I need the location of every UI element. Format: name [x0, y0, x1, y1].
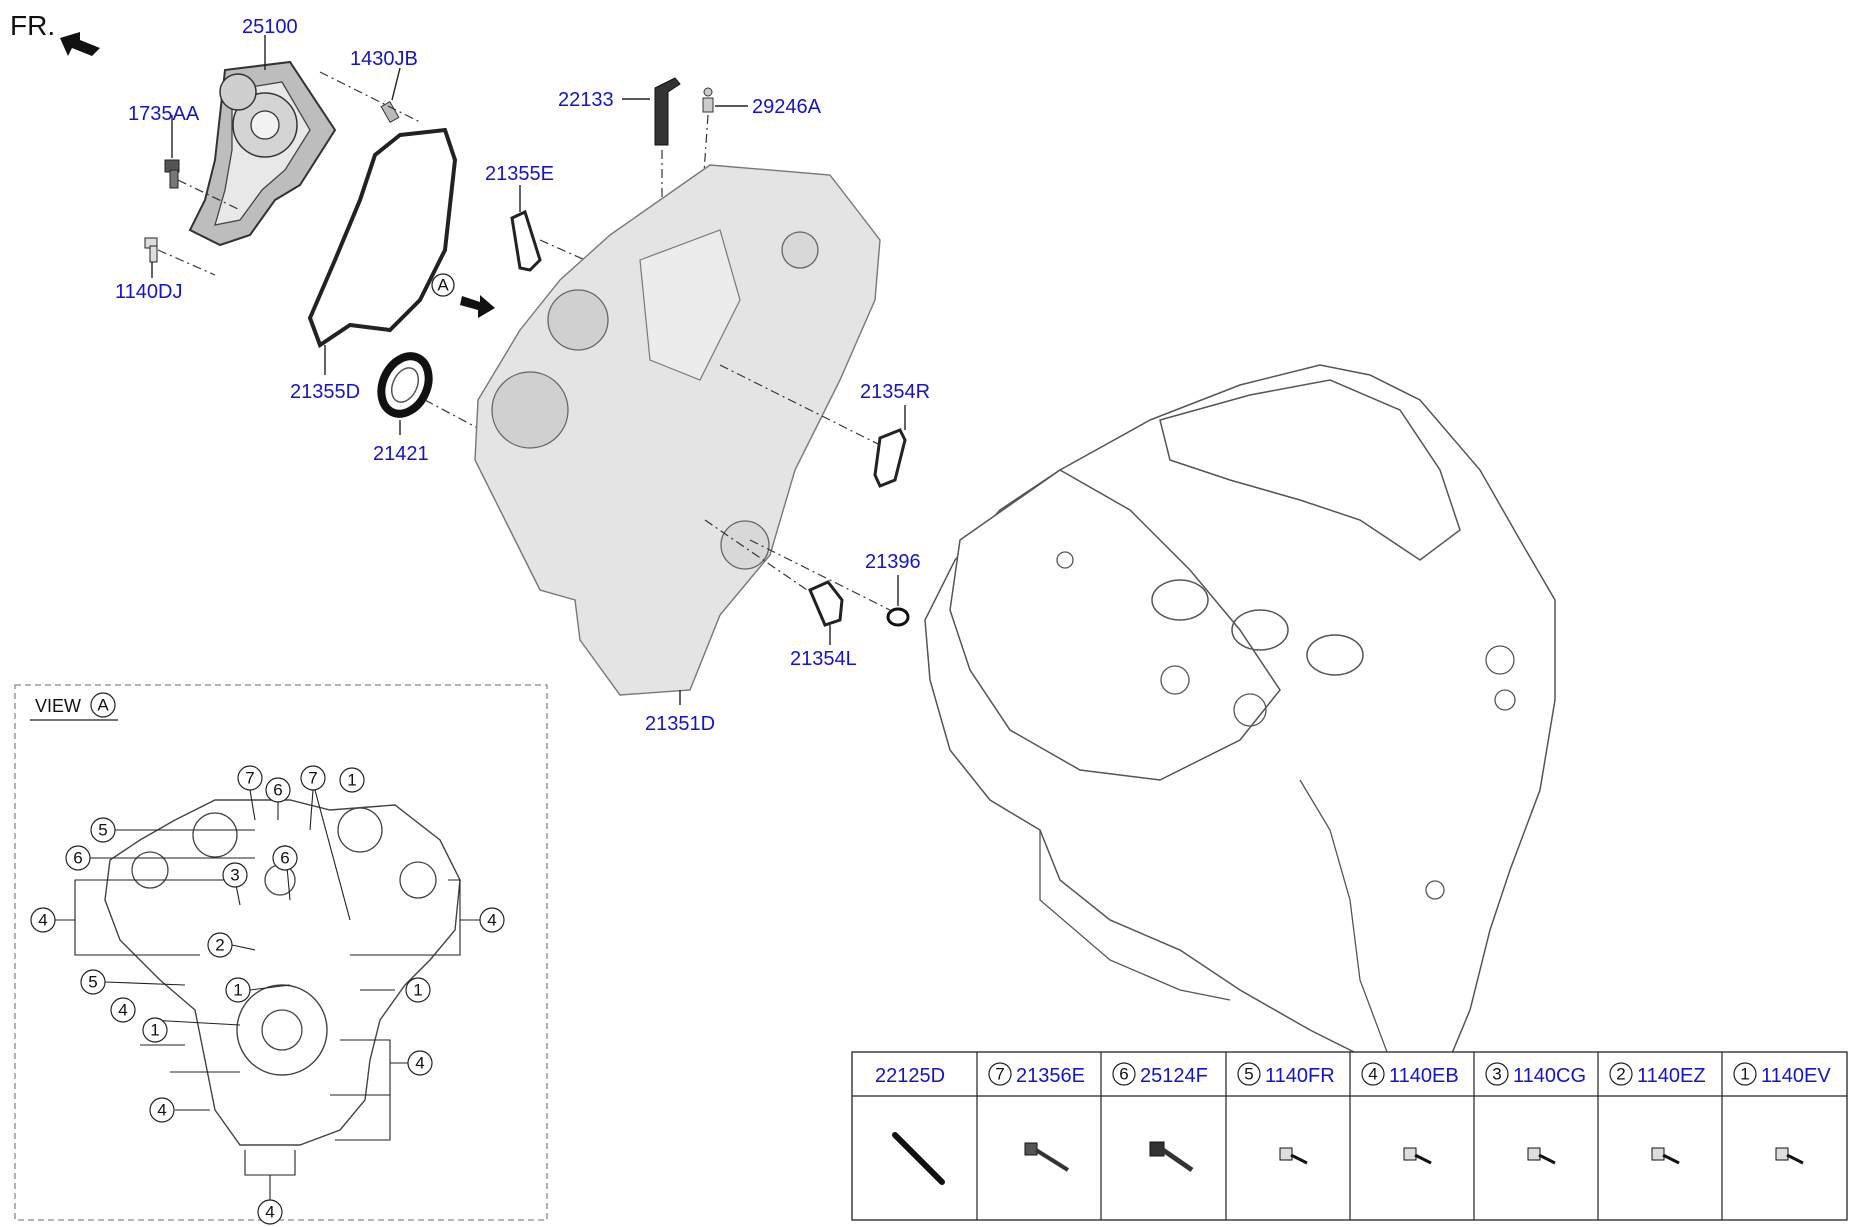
gasket-21355E — [510, 209, 542, 272]
stud-icon — [892, 1132, 945, 1185]
inset-cover-outline — [104, 799, 461, 1146]
legend-code: 22125D — [875, 1065, 945, 1087]
timing-cover[interactable] — [474, 164, 881, 696]
short-bolt-icon — [1651, 1147, 1680, 1165]
pump-gasket — [307, 127, 458, 349]
label-1430JB: 1430JB — [350, 48, 418, 70]
view-ref-letter: A — [437, 276, 449, 295]
marker: 3 — [230, 866, 239, 885]
label-21396: 21396 — [865, 551, 921, 573]
pump-bolt-1140DJ — [144, 237, 158, 263]
marker: 7 — [308, 769, 317, 788]
marker: 5 — [98, 821, 107, 840]
marker: 4 — [38, 911, 47, 930]
legend-num: 1 — [1740, 1065, 1749, 1084]
legend-num: 5 — [1244, 1065, 1253, 1084]
flange-bolt-icon — [1149, 1141, 1194, 1173]
short-bolt-icon — [1527, 1147, 1556, 1165]
long-bolt-icon — [1024, 1142, 1070, 1172]
gasket-21354R — [873, 428, 907, 488]
legend-num: 7 — [995, 1065, 1004, 1084]
label-21355D: 21355D — [290, 381, 360, 403]
label-21351D: 21351D — [645, 713, 715, 735]
short-bolt-icon — [1279, 1147, 1308, 1165]
legend-code: 1140CG — [1513, 1065, 1586, 1087]
legend-headers: 22125D 7 21356E 6 25124F 5 1140FR 4 1140… — [875, 1062, 1831, 1087]
label-1140DJ: 1140DJ — [115, 281, 182, 303]
gasket-21354L — [808, 580, 844, 627]
marker: 4 — [487, 911, 496, 930]
label-22133: 22133 — [558, 89, 614, 111]
front-label: FR. — [10, 10, 55, 41]
inset-markers: 7 6 7 1 5 6 6 3 4 4 2 5 1 1 4 1 4 4 4 — [30, 765, 505, 1225]
label-29246A: 29246A — [752, 96, 822, 118]
label-1735AA: 1735AA — [128, 103, 200, 125]
view-arrow-icon — [460, 295, 495, 318]
legend-code: 1140EB — [1389, 1065, 1459, 1087]
label-21421: 21421 — [373, 443, 429, 465]
marker: 1 — [347, 771, 356, 790]
legend-num: 4 — [1368, 1065, 1377, 1084]
marker: 7 — [245, 769, 254, 788]
inset-title: VIEW — [35, 696, 81, 716]
view-a-inset-frame — [14, 684, 548, 1221]
legend-code: 1140EZ — [1637, 1065, 1706, 1087]
marker: 6 — [273, 781, 282, 800]
marker: 4 — [157, 1101, 166, 1120]
marker: 1 — [233, 981, 242, 1000]
legend-num: 2 — [1616, 1065, 1625, 1084]
dipstick-tube — [654, 77, 681, 146]
legend-num: 6 — [1119, 1065, 1128, 1084]
short-bolt-icon — [1403, 1147, 1432, 1165]
label-21355E: 21355E — [485, 163, 554, 185]
marker: 6 — [73, 849, 82, 868]
fastener-legend-table — [851, 1051, 1848, 1221]
water-pump[interactable] — [188, 60, 337, 247]
marker: 2 — [215, 936, 224, 955]
marker: 1 — [150, 1021, 159, 1040]
breather-plug — [703, 87, 713, 97]
pin-part — [380, 101, 400, 123]
marker: 4 — [415, 1054, 424, 1073]
label-21354L: 21354L — [790, 648, 857, 670]
label-21354R: 21354R — [860, 381, 930, 403]
legend-code: 25124F — [1140, 1065, 1208, 1087]
legend-code: 21356E — [1016, 1065, 1085, 1087]
label-25100: 25100 — [242, 16, 298, 38]
legend-code: 1140FR — [1265, 1065, 1335, 1087]
marker: 6 — [280, 849, 289, 868]
oil-seal — [377, 352, 433, 418]
legend-code: 1140EV — [1761, 1065, 1831, 1087]
marker: 4 — [118, 1001, 127, 1020]
inset-letter: A — [97, 696, 109, 715]
inset-leader-lines — [55, 789, 480, 1205]
legend-num: 3 — [1492, 1065, 1501, 1084]
legend-fastener-icons — [892, 1132, 1804, 1185]
marker: 1 — [413, 981, 422, 1000]
pump-bolt-1735AA — [164, 159, 180, 189]
marker: 5 — [88, 973, 97, 992]
front-arrow-icon — [60, 32, 100, 56]
view-ref-circle — [431, 273, 455, 297]
short-bolt-icon — [1775, 1147, 1804, 1165]
engine-block — [924, 364, 1556, 1071]
marker: 4 — [265, 1203, 274, 1222]
oring-21396 — [886, 607, 910, 627]
